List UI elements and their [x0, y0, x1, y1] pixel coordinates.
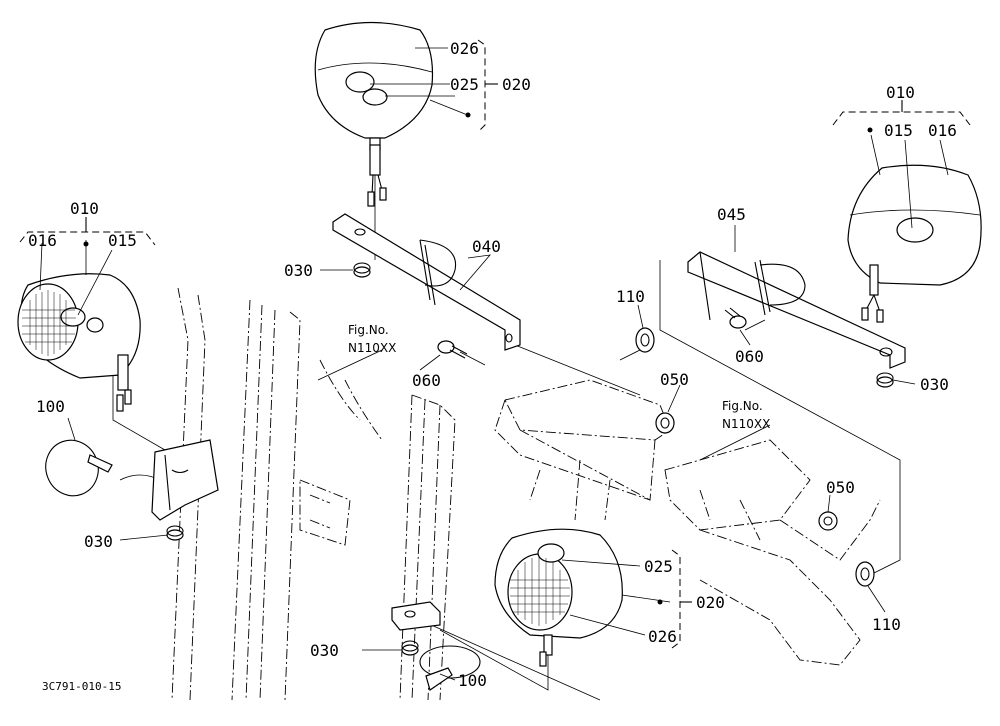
nut-050-top — [655, 412, 675, 434]
label-110-top: 110 — [616, 287, 645, 306]
bracket-040 — [332, 213, 521, 351]
label-040: 040 — [472, 237, 501, 256]
group-bracket-020-bottom — [671, 549, 692, 649]
label-010-left: 010 — [70, 199, 99, 218]
grommet-110-top — [635, 327, 655, 353]
label-030-bracket: 030 — [284, 261, 313, 280]
label-110-right: 110 — [872, 615, 901, 634]
label-050-right: 050 — [826, 478, 855, 497]
lower-mount-bracket — [391, 601, 441, 631]
grommet-110-right — [855, 561, 875, 587]
group-dots — [83, 112, 873, 605]
fig-ref-2-title: Fig.No. — [722, 399, 763, 413]
group-bracket-020-top — [477, 39, 498, 133]
fig-ref-1-number: N110XX — [348, 341, 396, 355]
nut-030-left — [166, 525, 184, 541]
nut-050-right — [818, 511, 838, 531]
label-100-left: 100 — [36, 397, 65, 416]
label-030-right: 030 — [920, 375, 949, 394]
label-020-bottom: 020 — [696, 593, 725, 612]
label-050-top: 050 — [660, 370, 689, 389]
cable-tie-left — [45, 439, 113, 497]
fig-ref-1-title: Fig.No. — [348, 323, 389, 337]
leader-lines — [112, 130, 901, 701]
label-060-right: 060 — [735, 347, 764, 366]
work-light-right — [847, 164, 982, 323]
group-bracket-010-right — [832, 100, 971, 126]
work-light-bottom — [494, 528, 623, 667]
label-045: 045 — [717, 205, 746, 224]
label-015-right: 015 — [884, 121, 913, 140]
label-100-bottom: 100 — [458, 671, 487, 690]
nut-030-bottom — [401, 640, 419, 656]
bracket-045 — [687, 251, 906, 369]
label-030-left: 030 — [84, 532, 113, 551]
bolt-060-right — [724, 307, 747, 329]
label-016-left: 016 — [28, 231, 57, 250]
bolt-060-center — [437, 340, 468, 359]
label-leaders — [39, 47, 949, 681]
cab-pillar-left — [171, 287, 383, 701]
label-025-top: 025 — [450, 75, 479, 94]
work-light-left — [17, 273, 141, 412]
label-015-left: 015 — [108, 231, 137, 250]
work-light-top — [314, 21, 434, 207]
left-mount-bracket — [151, 439, 219, 521]
nut-030-top — [353, 262, 371, 278]
label-060-center: 060 — [412, 371, 441, 390]
fig-ref-2-number: N110XX — [722, 417, 770, 431]
label-026-top: 026 — [450, 39, 479, 58]
label-026-bottom: 026 — [648, 627, 677, 646]
group-bracket-010-left — [19, 217, 156, 246]
label-030-bottom: 030 — [310, 641, 339, 660]
part-labels: 010 016 015 100 030 026 025 020 030 040 … — [28, 39, 957, 690]
label-025-bottom: 025 — [644, 557, 673, 576]
label-020-top: 020 — [502, 75, 531, 94]
label-016-right: 016 — [928, 121, 957, 140]
drawing-code: 3C791-010-15 — [42, 680, 121, 693]
nut-030-right — [876, 372, 894, 388]
label-010-right: 010 — [886, 83, 915, 102]
